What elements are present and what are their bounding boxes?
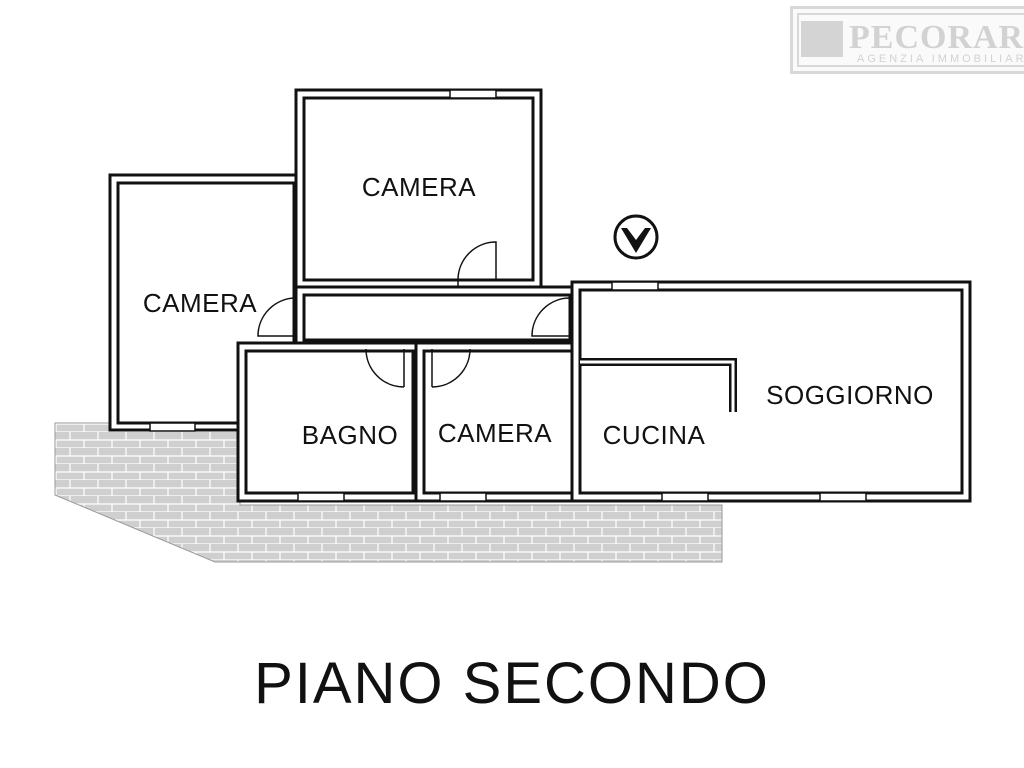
windows — [149, 89, 867, 502]
label-bagno: BAGNO — [302, 420, 398, 450]
agency-logo: PECORARI CASE AGENZIA IMMOBILIARE — [790, 6, 1024, 74]
entrance-arrow-icon — [613, 214, 659, 260]
logo-frame — [797, 13, 1024, 67]
logo-name: PECORARI CASE — [849, 19, 1024, 56]
label-camera-left: CAMERA — [143, 288, 257, 318]
floor-title: PIANO SECONDO — [254, 651, 770, 716]
house-logo-icon — [801, 21, 843, 57]
label-cucina: CUCINA — [603, 420, 706, 450]
label-camera-small: CAMERA — [438, 418, 552, 448]
doors — [257, 241, 571, 388]
label-soggiorno: SOGGIORNO — [766, 380, 934, 410]
logo-subtitle: AGENZIA IMMOBILIARE — [857, 53, 1024, 65]
walls — [108, 88, 972, 503]
label-camera-top: CAMERA — [362, 172, 476, 202]
